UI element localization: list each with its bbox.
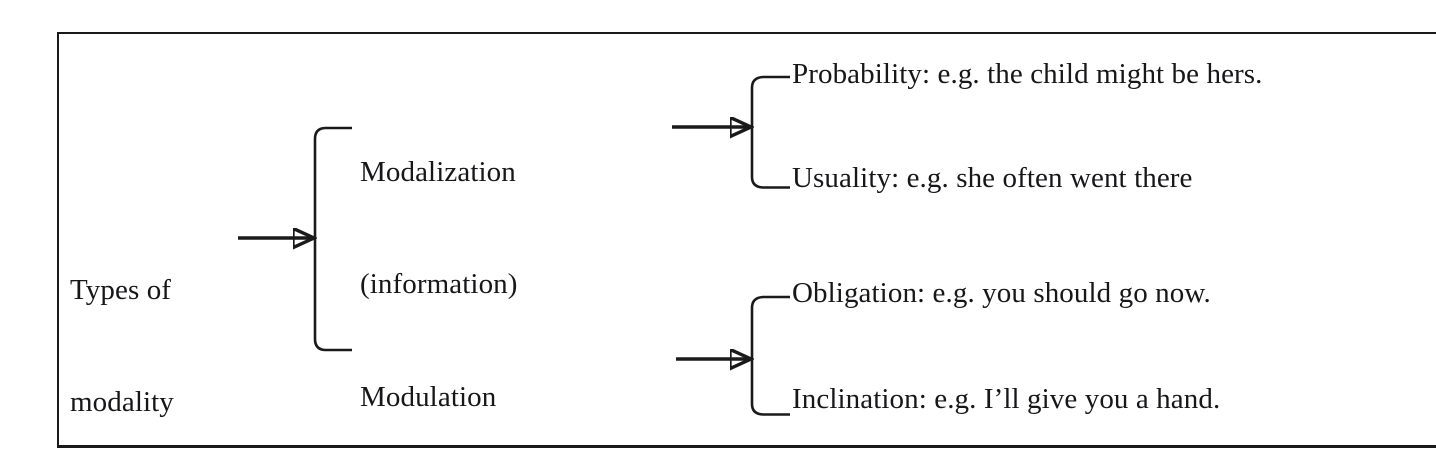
- bracket-level1: [313, 126, 352, 352]
- node-obligation: Obligation: e.g. you should go now.: [792, 277, 1211, 309]
- frame-top-rule: [57, 32, 1436, 34]
- node-root: Types of modality: [70, 198, 250, 454]
- frame-bottom-rule: [57, 445, 1436, 448]
- node-root-line1: Types of: [70, 274, 172, 307]
- node-modalization: Modalization (information): [360, 80, 518, 377]
- bracket-modulation-leaves: [750, 295, 790, 416]
- frame-left-rule: [57, 32, 59, 446]
- node-modalization-line1: Modalization: [360, 156, 516, 189]
- node-inclination: Inclination: e.g. I’ll give you a hand.: [792, 383, 1221, 415]
- node-root-line2: modality: [70, 385, 174, 418]
- node-probability: Probability: e.g. the child might be her…: [792, 58, 1263, 90]
- node-modulation-line1: Modulation: [360, 381, 497, 414]
- node-usuality: Usuality: e.g. she often went there: [792, 162, 1193, 194]
- node-modulation: Modulation (goods and services): [360, 305, 600, 454]
- node-modalization-line2: (information): [360, 267, 518, 300]
- bracket-modalization-leaves: [750, 75, 790, 189]
